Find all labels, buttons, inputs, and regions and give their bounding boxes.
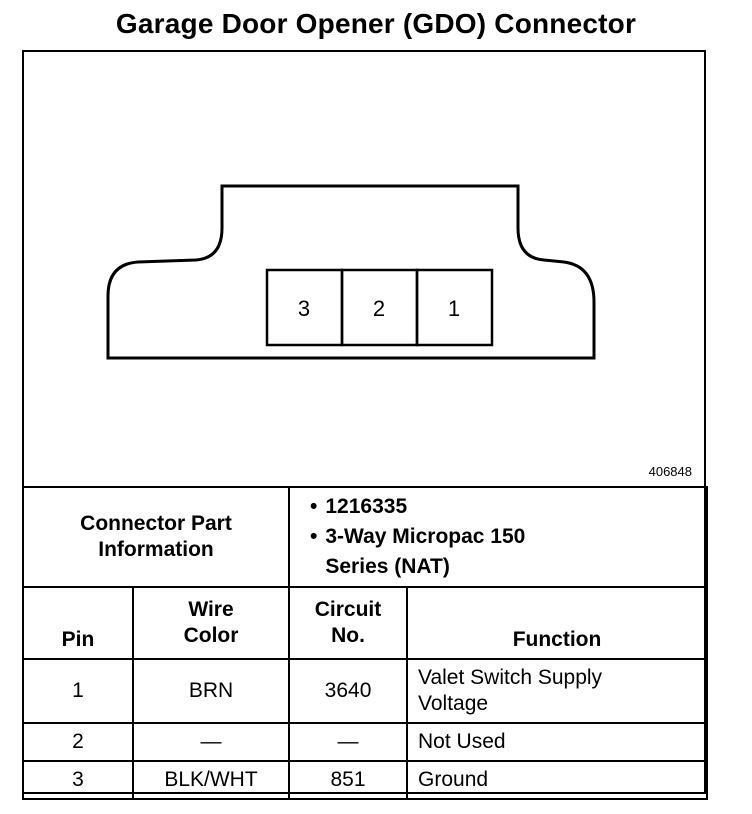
bullet-icon: • [310, 525, 318, 548]
connector-diagram: 3 2 1 406848 [24, 52, 704, 488]
header-pin: Pin [22, 586, 134, 660]
pin-label-2: 2 [373, 296, 385, 321]
bullet-icon: • [310, 495, 318, 518]
part-info-list: •1216335 •3-Way Micropac 150 Series (NAT… [288, 486, 709, 588]
cell-wire-color: BLK/WHT [131, 760, 291, 800]
cell-circuit: 3640 [288, 658, 409, 724]
pin-cavity-1 [415, 268, 494, 347]
header-circuit: Circuit No. [288, 586, 409, 660]
header-wire-color: Wire Color [131, 586, 291, 660]
part-info-row: Connector Part Information •1216335 •3-W… [21, 486, 709, 588]
table-row: 2 — — Not Used [22, 722, 709, 762]
cell-function: Valet Switch Supply Voltage [406, 658, 709, 724]
part-info-item: •3-Way Micropac 150 Series (NAT) [310, 522, 706, 582]
cell-circuit: — [288, 722, 409, 762]
header-function: Function [406, 586, 709, 660]
connector-body-outline [106, 184, 596, 360]
part-info-item: •1216335 [310, 495, 408, 518]
cell-function: Ground [406, 760, 709, 800]
cell-pin: 1 [22, 658, 134, 724]
table-header-row: Pin Wire Color Circuit No. Function [22, 586, 709, 660]
table-row: 1 BRN 3640 Valet Switch Supply Voltage [22, 658, 709, 724]
pin-label-3: 3 [298, 296, 310, 321]
pinout-table: Connector Part Information •1216335 •3-W… [21, 486, 709, 800]
figure-id: 406848 [648, 464, 692, 479]
page-title: Garage Door Opener (GDO) Connector [115, 8, 637, 39]
part-info-label: Connector Part Information [21, 486, 291, 588]
connector-outline: 3 2 1 [106, 184, 596, 360]
cell-wire-color: — [131, 722, 291, 762]
cell-function: Not Used [406, 722, 709, 762]
cell-pin: 3 [22, 760, 134, 800]
cell-wire-color: BRN [131, 658, 291, 724]
pin-label-1: 1 [448, 296, 460, 321]
cell-pin: 2 [22, 722, 134, 762]
cell-circuit: 851 [288, 760, 409, 800]
table-row: 3 BLK/WHT 851 Ground [22, 760, 709, 800]
diagram-frame: 3 2 1 406848 Connector Part Information … [21, 50, 709, 800]
